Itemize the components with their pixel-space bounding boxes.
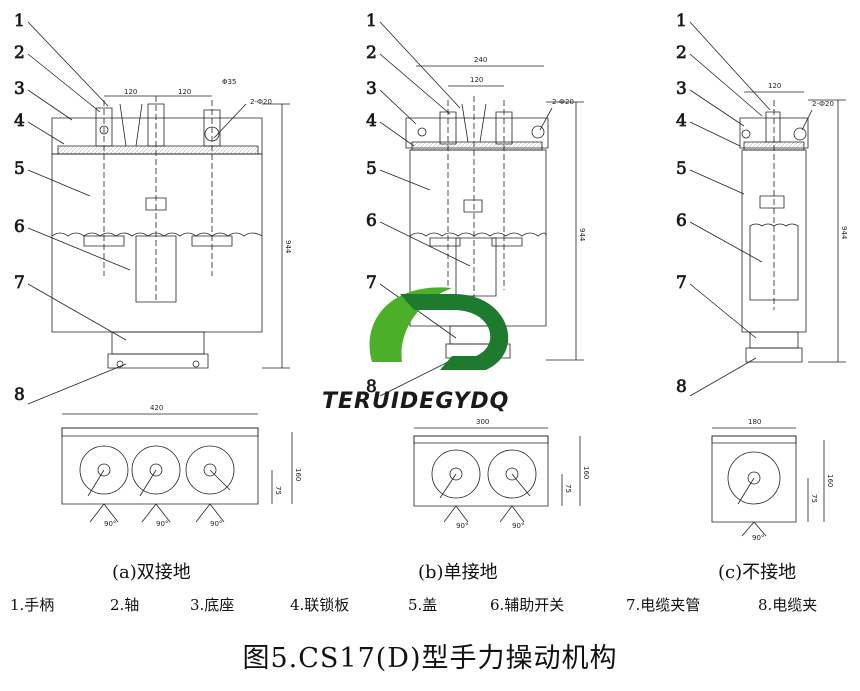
view-b-callout-6: 6: [366, 211, 377, 231]
view-a-callout-2: 2: [14, 43, 25, 63]
view-b-callout-4: 4: [366, 111, 377, 131]
view-c-callout-4: 4: [676, 111, 687, 131]
view-c-callout-7: 7: [676, 273, 687, 293]
logo-green-swoosh: [369, 287, 452, 362]
view-a-callout-5: 5: [14, 159, 25, 179]
figure-title: 图5.CS17(D)型手力操动机构: [242, 643, 618, 674]
view-a-dim-base-height: 160: [294, 468, 302, 481]
view-c-dim-slot: 2-Ф20: [812, 100, 834, 108]
view-a-callout-4: 4: [14, 111, 25, 131]
logo-d-shape: [400, 294, 509, 370]
view-a-caption: (a)双接地: [112, 562, 191, 583]
view-c-callout-5: 5: [676, 159, 687, 179]
company-logo: TERUIDEGYDQ: [322, 287, 509, 414]
view-a-callout-6: 6: [14, 217, 25, 237]
legend-item-8: 8.电缆夹: [758, 596, 818, 614]
view-a-dim-base-width: 420: [150, 404, 163, 412]
view-b-callout-5: 5: [366, 159, 377, 179]
view-c-dim-height: 944: [840, 226, 848, 240]
view-b-dim-upper: 120: [470, 76, 483, 84]
legend-item-5: 5.盖: [408, 596, 438, 614]
view-a-callout-8: 8: [14, 385, 25, 405]
legend-item-4: 4.联锁板: [290, 596, 350, 614]
view-b-angle-2: 90°: [512, 522, 524, 530]
legend-item-2: 2.轴: [110, 596, 140, 614]
view-a-dim-left: 120: [124, 88, 137, 96]
view-c-callout-2: 2: [676, 43, 687, 63]
view-b-caption: (b)单接地: [418, 562, 498, 583]
view-c-callout-8: 8: [676, 377, 687, 397]
legend-item-7: 7.电缆夹管: [626, 596, 701, 614]
view-b-dim-height: 944: [578, 228, 586, 242]
view-a-callout-1: 1: [14, 11, 25, 31]
view-a-dim-right: 120: [178, 88, 191, 96]
view-a-dim-slot: 2-Ф20: [250, 98, 272, 106]
view-a-callout-7: 7: [14, 273, 25, 293]
view-a-angle-1: 90°: [104, 520, 116, 528]
view-c-drawing: 1 2 3 4 5 6 7 8 120 2-Ф20 944 180: [676, 11, 848, 542]
view-b-callout-8: 8: [366, 377, 377, 397]
view-a-dim-hole: Φ35: [222, 78, 236, 86]
view-a-angle-2: 90°: [156, 520, 168, 528]
view-b-dim-top: 240: [474, 56, 487, 64]
view-b-dim-base-mid: 75: [564, 484, 572, 493]
view-b-callout-1: 1: [366, 11, 377, 31]
view-b-callout-3: 3: [366, 79, 377, 99]
view-b-dim-base-width: 300: [476, 418, 489, 426]
view-a-dim-base-mid: 75: [274, 486, 282, 495]
view-a-dim-height: 944: [284, 240, 292, 254]
view-b-angle-1: 90°: [456, 522, 468, 530]
view-c-callout-6: 6: [676, 211, 687, 231]
legend-item-1: 1.手柄: [10, 596, 55, 614]
view-c-callout-1: 1: [676, 11, 687, 31]
view-c-angle: 90°: [752, 534, 764, 542]
legend-item-6: 6.辅助开关: [490, 596, 565, 614]
view-b-dim-base-height: 160: [582, 466, 590, 479]
view-c-dim-base-mid: 75: [810, 494, 818, 503]
view-a-drawing: 1 2 3 4 5 6 7 8: [14, 11, 302, 528]
view-c-callout-3: 3: [676, 79, 687, 99]
view-c-caption: (c)不接地: [718, 562, 797, 583]
view-c-dim-base-height: 160: [826, 474, 834, 487]
view-a-angle-3: 90°: [210, 520, 222, 528]
view-c-dim-base-width: 180: [748, 418, 761, 426]
view-a-callout-3: 3: [14, 79, 25, 99]
legend-item-3: 3.底座: [190, 596, 235, 614]
view-b-callout-2: 2: [366, 43, 377, 63]
view-b-drawing: 1 2 3 4 5 6 7 8 240 120 2-Ф20: [366, 11, 590, 530]
view-b-callout-7: 7: [366, 273, 377, 293]
logo-text: TERUIDEGYDQ: [322, 389, 509, 414]
view-c-dim-upper: 120: [768, 82, 781, 90]
